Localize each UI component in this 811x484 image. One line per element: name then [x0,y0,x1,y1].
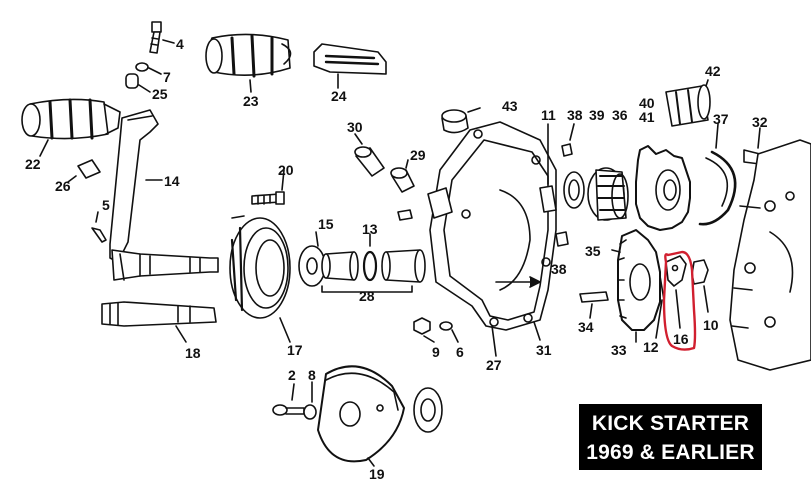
direction-arrow [495,276,541,288]
part-label-22: 22 [25,156,41,172]
part-label-8: 8 [308,367,316,383]
part-39-ring [563,171,585,209]
part-label-40: 40 [639,95,655,111]
title-line-2: 1969 & EARLIER [586,441,755,464]
part-seal-washer [413,387,443,433]
part-label-42: 42 [705,63,721,79]
part-label-24: 24 [331,88,347,104]
part-14-crank-arm [109,109,163,263]
part-19-cover-plate [317,365,405,467]
part-43-cap [441,107,481,134]
part-34-pin [579,291,609,319]
part-label-6: 6 [456,344,464,360]
part-5-screw [91,211,107,243]
part-label-5: 5 [102,197,110,213]
part-22-pedal-rubber [21,98,121,157]
part-15-washer [298,231,326,287]
part-38-pin-upper [561,123,575,157]
part-label-43: 43 [502,98,518,114]
part-16-pawl [665,255,687,329]
title-line-1: KICK STARTER [591,412,750,435]
part-label-18: 18 [185,345,201,361]
part-10-nut [691,259,709,313]
part-30-bushing [354,133,385,177]
part-label-30: 30 [347,119,363,135]
part-label-12: 12 [643,339,659,355]
part-31-kick-cover [427,121,557,357]
part-40-gear [635,145,691,231]
part-4-bolt [149,21,175,54]
part-28-bushings [321,249,426,293]
part-label-38-upper: 38 [567,107,583,123]
part-label-27: 27 [486,357,502,373]
part-label-36: 36 [612,107,628,123]
part-38-pin-lower [555,231,569,247]
part-17-spring [229,215,291,343]
part-label-17: 17 [287,342,303,358]
part-label-29: 29 [410,147,426,163]
part-label-41: 41 [639,109,655,125]
part-26-bracket [67,159,101,183]
part-label-9: 9 [432,344,440,360]
part-29-bushing [390,159,415,193]
part-13-ring [362,233,378,282]
part-2-screw [272,383,305,416]
part-label-33: 33 [611,342,627,358]
part-18-shaft [101,301,217,343]
part-label-38-lower: 38 [551,261,567,277]
part-11-dowel [539,123,557,213]
part-label-28: 28 [359,288,375,304]
part-label-13: 13 [362,221,378,237]
part-label-16: 16 [673,331,689,347]
part-label-26: 26 [55,178,71,194]
part-label-2: 2 [288,367,296,383]
part-label-15: 15 [318,216,334,232]
part-label-25: 25 [152,86,168,102]
part-label-11: 11 [541,107,556,123]
part-20-bolt [251,169,285,205]
highlight-outline-part-16 [662,250,697,351]
part-37-clip [698,123,737,226]
part-24-footpeg [313,43,387,89]
part-label-31: 31 [536,342,552,358]
part-label-35: 35 [585,243,601,259]
part-label-34: 34 [578,319,594,335]
part-6-washer [439,321,459,343]
part-8-washer [303,381,317,420]
part-label-20: 20 [278,162,294,178]
part-label-4: 4 [176,36,184,52]
part-label-19: 19 [369,466,385,482]
part-33-ratchet-gear [611,229,661,343]
part-42-bushing [665,79,711,127]
part-kick-shaft [111,249,219,281]
part-23-footpeg-rubber [205,33,292,93]
part-label-37: 37 [713,111,729,127]
part-7-nut [135,62,162,75]
part-36-gear [587,167,629,221]
part-label-39: 39 [589,107,605,123]
transmission-case [729,139,811,371]
part-25-sleeve [125,73,151,93]
part-label-10: 10 [703,317,719,333]
part-label-23: 23 [243,93,259,109]
part-stud [397,209,413,221]
part-label-7: 7 [163,69,171,85]
diagram-title-box: KICK STARTER 1969 & EARLIER [579,404,762,470]
part-9-nut [413,317,435,343]
part-label-32: 32 [752,114,768,130]
part-label-14: 14 [164,173,180,189]
